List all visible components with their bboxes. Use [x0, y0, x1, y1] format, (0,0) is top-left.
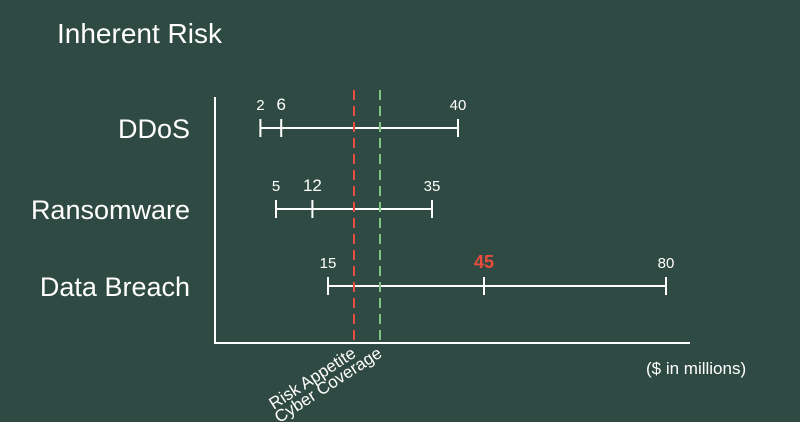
high-label: 80: [658, 255, 675, 272]
high-label: 40: [450, 97, 467, 114]
category-label: Data Breach: [40, 272, 190, 302]
low-label: 2: [256, 97, 264, 114]
category-label: DDoS: [118, 114, 190, 144]
mid-label: 45: [474, 252, 494, 272]
unit-label: ($ in millions): [646, 359, 746, 378]
low-label: 15: [320, 255, 337, 272]
chart-title: Inherent Risk: [57, 18, 222, 49]
high-label: 35: [424, 178, 441, 195]
mid-label: 6: [276, 95, 285, 114]
mid-label: 12: [303, 176, 322, 195]
category-label: Ransomware: [31, 195, 190, 225]
low-label: 5: [272, 178, 280, 195]
